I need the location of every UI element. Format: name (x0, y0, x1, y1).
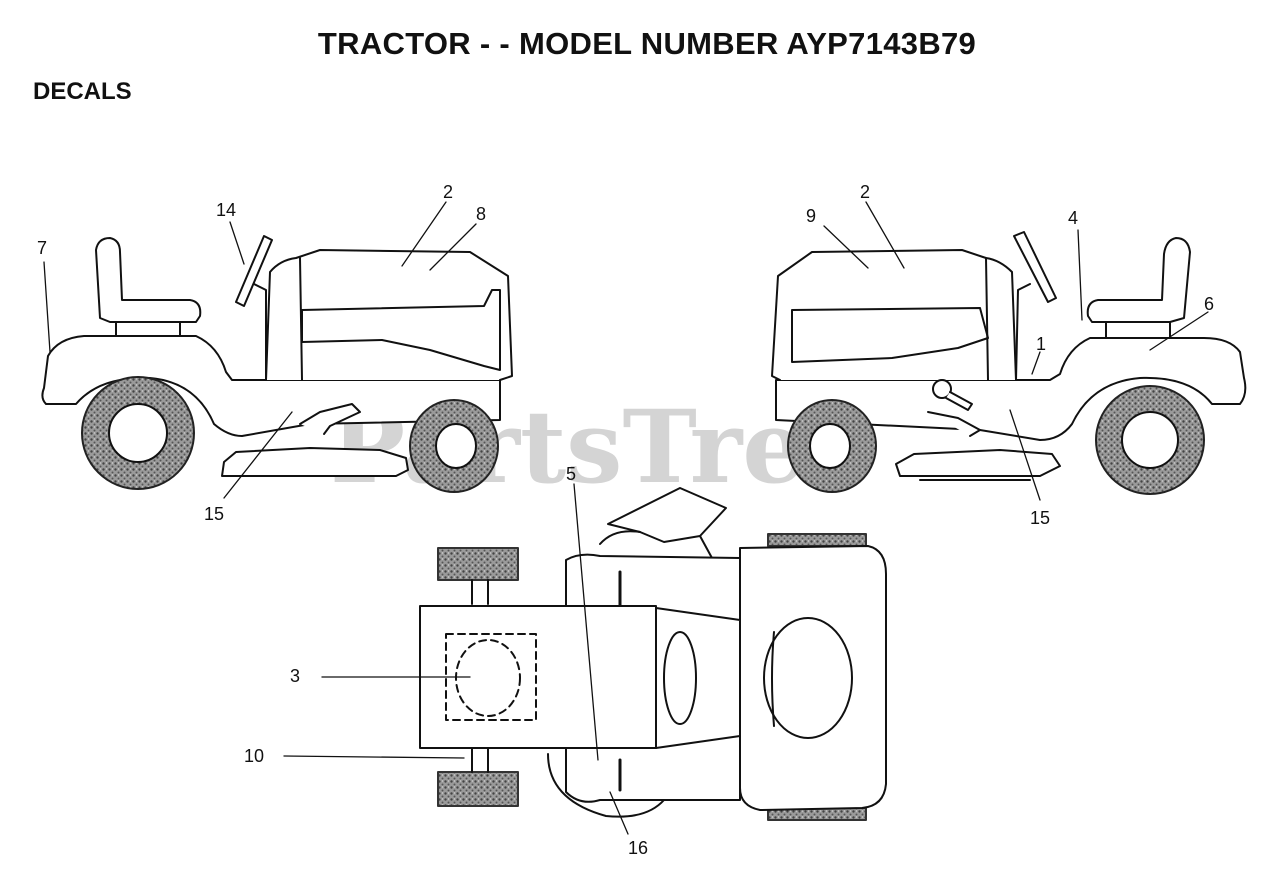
callout-7: 7 (37, 238, 47, 258)
callout-2-right: 2 (860, 182, 870, 202)
callout-1: 1 (1036, 334, 1046, 354)
callout-5: 5 (566, 464, 576, 484)
callout-15-left: 15 (204, 504, 224, 524)
callout-4: 4 (1068, 208, 1078, 228)
leader-lines (43, 201, 1209, 835)
callout-labels: 1 2 2 3 4 5 6 7 8 9 10 14 15 15 16 (37, 182, 1214, 858)
callout-3: 3 (290, 666, 300, 686)
left-side-view (41, 235, 513, 493)
callout-9: 9 (806, 206, 816, 226)
callout-6: 6 (1204, 294, 1214, 314)
page-title: TRACTOR - - MODEL NUMBER AYP7143B79 (317, 26, 977, 61)
callout-15-right: 15 (1030, 508, 1050, 528)
right-side-view (771, 231, 1247, 495)
top-view (419, 487, 887, 821)
callout-16: 16 (628, 838, 648, 858)
callout-8: 8 (476, 204, 486, 224)
callout-2-left: 2 (443, 182, 453, 202)
callout-10: 10 (244, 746, 264, 766)
section-heading: DECALS (33, 78, 132, 105)
callout-14: 14 (216, 200, 236, 220)
